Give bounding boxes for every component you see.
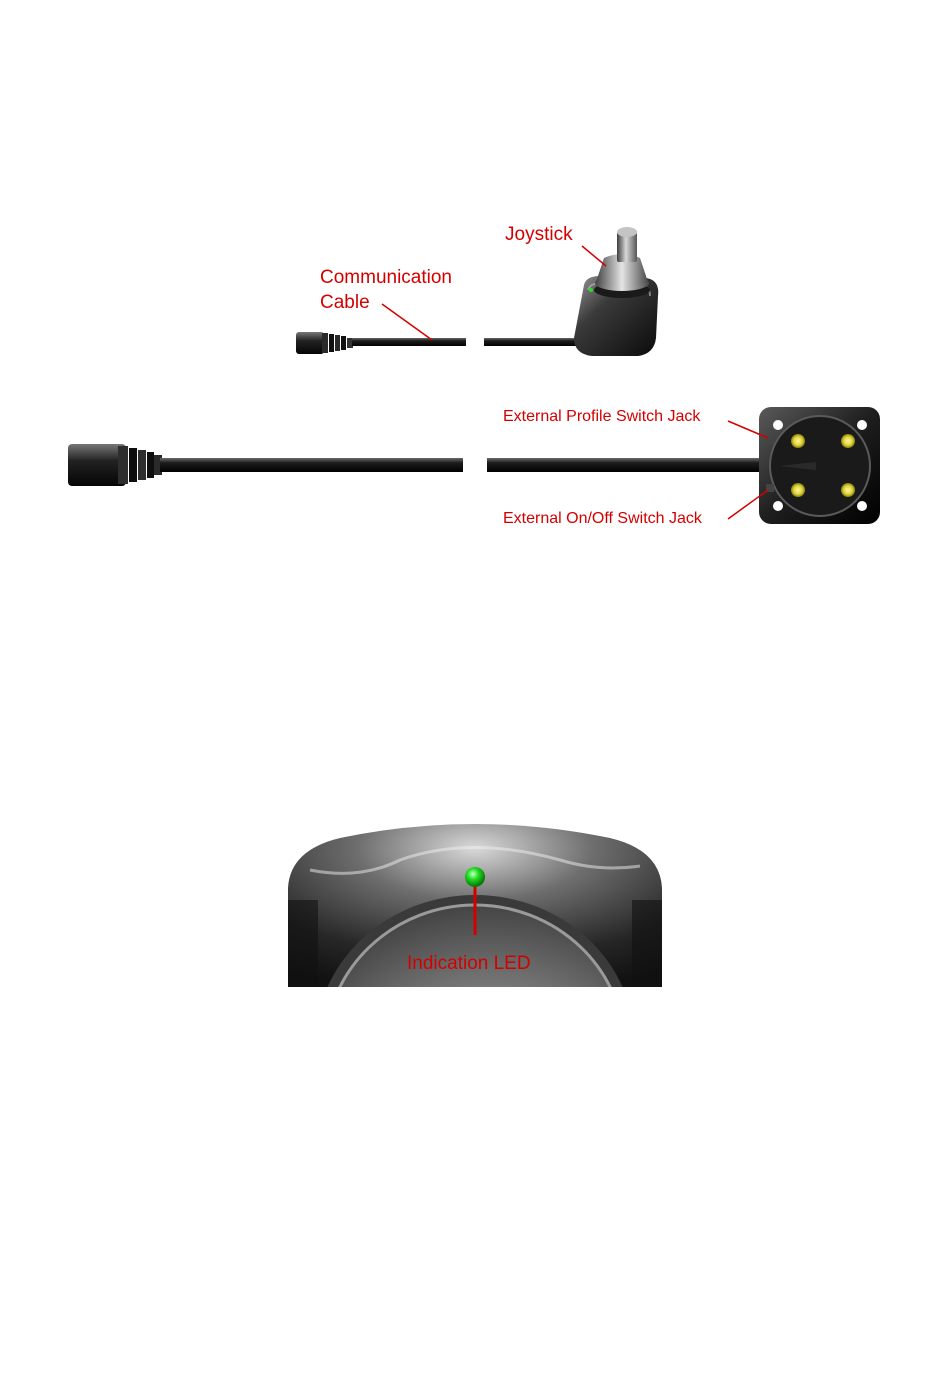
led-indicator	[465, 867, 485, 887]
communication-cable	[352, 338, 580, 346]
profile-switch-jack	[766, 436, 774, 444]
mount-hole	[773, 420, 783, 430]
bolt	[791, 434, 805, 448]
communication-cable-label-line1: Communication	[320, 267, 452, 288]
onoff-switch-leader-line	[728, 490, 768, 519]
onoff-switch-jack	[766, 484, 774, 492]
small-cable-connector	[296, 332, 353, 354]
external-profile-switch-jack-label: External Profile Switch Jack	[503, 408, 701, 425]
joystick-label: Joystick	[505, 224, 573, 245]
mount-hole	[857, 420, 867, 430]
large-cable-connector	[68, 444, 162, 486]
bolt	[841, 434, 855, 448]
communication-cable-label-line2: Cable	[320, 292, 370, 313]
mount-hole	[773, 501, 783, 511]
indication-led-label: Indication LED	[407, 953, 531, 974]
joystick-body	[574, 227, 658, 356]
mount-hole	[857, 501, 867, 511]
bolt	[841, 483, 855, 497]
communication-cable-leader-line	[382, 304, 432, 340]
long-cable	[160, 458, 779, 472]
led-closeup	[288, 824, 662, 1195]
profile-switch-leader-line	[728, 421, 768, 438]
bolt	[791, 483, 805, 497]
joystick-leader-line	[582, 246, 606, 266]
external-onoff-switch-jack-label: External On/Off Switch Jack	[503, 510, 703, 527]
mounting-plate	[759, 407, 880, 524]
